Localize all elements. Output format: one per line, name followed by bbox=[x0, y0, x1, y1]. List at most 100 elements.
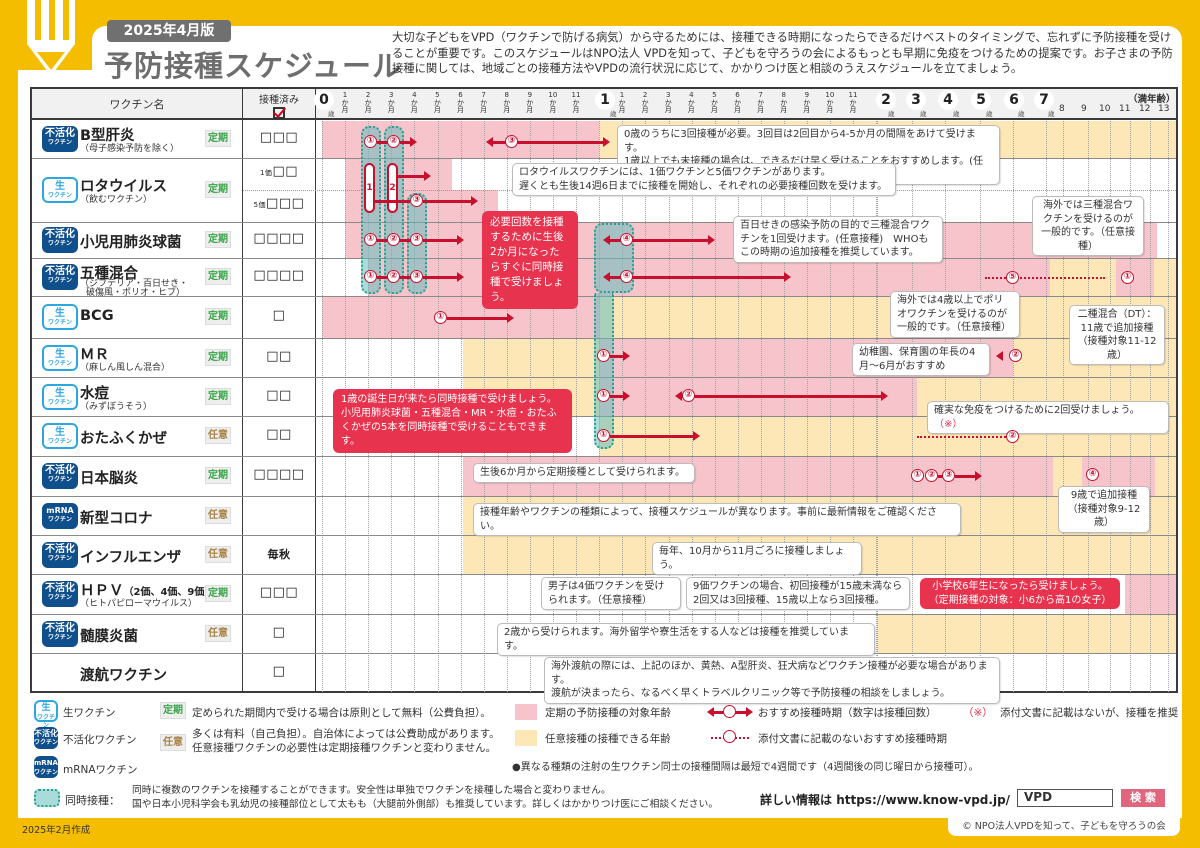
live-vaccine-icon: 生ワクチン bbox=[42, 177, 78, 203]
teiki-tag: 定期 bbox=[160, 702, 186, 719]
legend-pink: 定期の予防接種の対象年齢 bbox=[545, 707, 671, 719]
range-mening bbox=[877, 614, 1176, 653]
inact-vaccine-icon: 不活化ワクチン bbox=[42, 126, 78, 152]
schedule-type-tag: 定期 bbox=[205, 130, 231, 147]
arrow-right bbox=[610, 391, 630, 400]
done-checkboxes[interactable]: □□ bbox=[266, 427, 292, 442]
done-checkboxes[interactable]: 5価□□□ bbox=[253, 196, 305, 211]
inact-vaccine-icon: 不活化ワクチン bbox=[42, 541, 78, 568]
done-checkboxes[interactable]: □□□□ bbox=[253, 467, 305, 482]
dose-1: ① bbox=[597, 429, 610, 442]
done-checkboxes[interactable]: □□□ bbox=[259, 130, 299, 145]
callout-2months: 必要回数を接種するために生後2か月になったらすぐに同時接種で受けましょう。 bbox=[482, 211, 578, 309]
note-rota: ロタウイルスワクチンには、1価ワクチンと5価ワクチンがあります。 遅くとも生後1… bbox=[512, 163, 896, 196]
column-divider bbox=[315, 89, 316, 692]
vaccine-name: B型肝炎 bbox=[80, 128, 135, 144]
badge-sub: ワクチン bbox=[36, 714, 55, 729]
callout-hpv: 小学校6年生になったら受けましょう。（定期接種の対象：小6から高1の女子） bbox=[920, 578, 1120, 609]
arrow-right bbox=[955, 471, 982, 480]
grid-line bbox=[760, 121, 762, 692]
created-date: 2025年2月作成 bbox=[22, 825, 91, 836]
dose-5: ⑤ bbox=[1006, 271, 1019, 284]
dose-2: ② bbox=[1009, 349, 1022, 362]
dose-1: ① bbox=[364, 270, 377, 283]
note-overseas-dtap: 海外では三種混合ワクチンを受けるのが一般的です。（任意接種） bbox=[1032, 196, 1144, 256]
grid-line bbox=[876, 121, 878, 692]
age-11: 11 bbox=[1119, 104, 1131, 114]
live-vaccine-icon: 生ワクチン bbox=[42, 423, 78, 449]
vaccine-name: 水痘 bbox=[80, 385, 109, 402]
legend-nini: 多くは有料（自己負担）。自治体によっては公費助成があります。 任意接種ワクチンの… bbox=[192, 728, 500, 754]
legend-teiki: 定められた期間内で受ける場合は原則として無料（公費負担）。 bbox=[192, 707, 491, 719]
live-interval-note: ●異なる種類の注射の生ワクチン同士の接種間隔は最短で4週間です（4週間後の同じ曜… bbox=[512, 762, 979, 773]
grid-line bbox=[668, 121, 670, 692]
done-checkboxes[interactable]: □□ bbox=[266, 348, 292, 364]
schedule-type-tag: 定期 bbox=[205, 387, 231, 405]
arrow-range-right bbox=[630, 272, 791, 281]
done-checkboxes[interactable]: □□ bbox=[266, 387, 292, 403]
row-divider bbox=[32, 496, 1176, 497]
age-2: 2 bbox=[876, 90, 896, 110]
done-checkboxes[interactable]: □ bbox=[272, 663, 286, 679]
dose-3: ③ bbox=[410, 194, 423, 207]
legend-rec-dotted: 添付文書に記載のないおすすめ接種時期 bbox=[758, 733, 947, 745]
vaccine-subtitle: （みずぼうそう） bbox=[80, 401, 153, 412]
nini-tag: 任意 bbox=[160, 734, 186, 751]
vaccine-name: 日本脳炎 bbox=[80, 471, 138, 487]
done-checkboxes[interactable]: □ bbox=[272, 308, 286, 323]
dotted-arrow bbox=[917, 436, 1013, 438]
edition-badge: 2025年4月版 bbox=[107, 20, 231, 42]
vaccine-subtitle: （麻しん風しん混合） bbox=[80, 362, 171, 373]
note-polio: 海外では4歳以上でポリオワクチンを受けるのが一般的です。（任意接種） bbox=[890, 291, 1020, 338]
done-checkboxes[interactable]: □ bbox=[272, 624, 286, 640]
header-done-label: 接種済み bbox=[259, 95, 299, 106]
row-divider bbox=[32, 456, 1176, 457]
search-button[interactable]: 検 索 bbox=[1121, 789, 1165, 807]
done-checkboxes[interactable]: □□□□ bbox=[253, 231, 305, 246]
simul-desc: 同時に複数のワクチンを接種することができます。安全性は単独でワクチンを接種した場… bbox=[132, 785, 719, 810]
legend-mrna: mRNAワクチン bbox=[63, 764, 138, 776]
left-border bbox=[0, 0, 18, 848]
done-checkboxes[interactable]: 毎秋 bbox=[267, 547, 291, 561]
simul-legend-swatch bbox=[34, 789, 60, 807]
dose-1: ① bbox=[364, 135, 377, 148]
simul-group-1y bbox=[594, 293, 614, 449]
search-input[interactable]: VPD bbox=[1017, 789, 1113, 807]
grid-line bbox=[622, 121, 624, 692]
schedule-type-tag: 定期 bbox=[205, 585, 231, 602]
dose-2: ② bbox=[387, 270, 400, 283]
arrow-right bbox=[423, 272, 464, 281]
dose-4: ④ bbox=[620, 270, 633, 283]
done-checkboxes[interactable]: □□□ bbox=[259, 585, 299, 600]
age-unit: 歳 bbox=[610, 110, 617, 118]
dose-3: ③ bbox=[942, 469, 955, 482]
inact-vaccine-icon: 不活化ワクチン bbox=[42, 227, 78, 253]
age-unit: 歳 bbox=[1048, 110, 1055, 118]
vaccine-name: ロタウイルス bbox=[80, 179, 167, 195]
intro-text: 大切な子どもをVPD（ワクチンで防げる病気）から守るためには、接種できる時期にな… bbox=[392, 31, 1173, 75]
note-dt: 二種混合（DT）：11歳で追加接種（接種対象11-12歳） bbox=[1069, 305, 1165, 365]
legend-circle-icon bbox=[723, 730, 736, 743]
site-url[interactable]: https://www.know-vpd.jp/ bbox=[836, 793, 1011, 807]
done-checkboxes[interactable]: □□□□ bbox=[253, 268, 305, 283]
arrow-range-right bbox=[530, 137, 610, 146]
badge-sub: ワクチン bbox=[34, 769, 59, 776]
dose-1: ① bbox=[597, 389, 610, 402]
schedule-type-tag: 定期 bbox=[205, 268, 231, 285]
note-mr2: 幼稚園、保育園の年長の4月〜6月がおすすめ bbox=[852, 343, 990, 376]
vaccine-subtitle: （飲むワクチン） bbox=[80, 195, 153, 205]
vaccine-name: インフルエンザ bbox=[80, 549, 182, 566]
dose-2: ② bbox=[387, 135, 400, 148]
vaccine-name: 五種混合 bbox=[80, 266, 138, 282]
row-divider bbox=[32, 158, 1176, 159]
age-8: 8 bbox=[1059, 104, 1065, 114]
done-checkboxes[interactable]: 1価□□ bbox=[259, 164, 299, 179]
schedule-type-tag: 定期 bbox=[205, 231, 231, 248]
